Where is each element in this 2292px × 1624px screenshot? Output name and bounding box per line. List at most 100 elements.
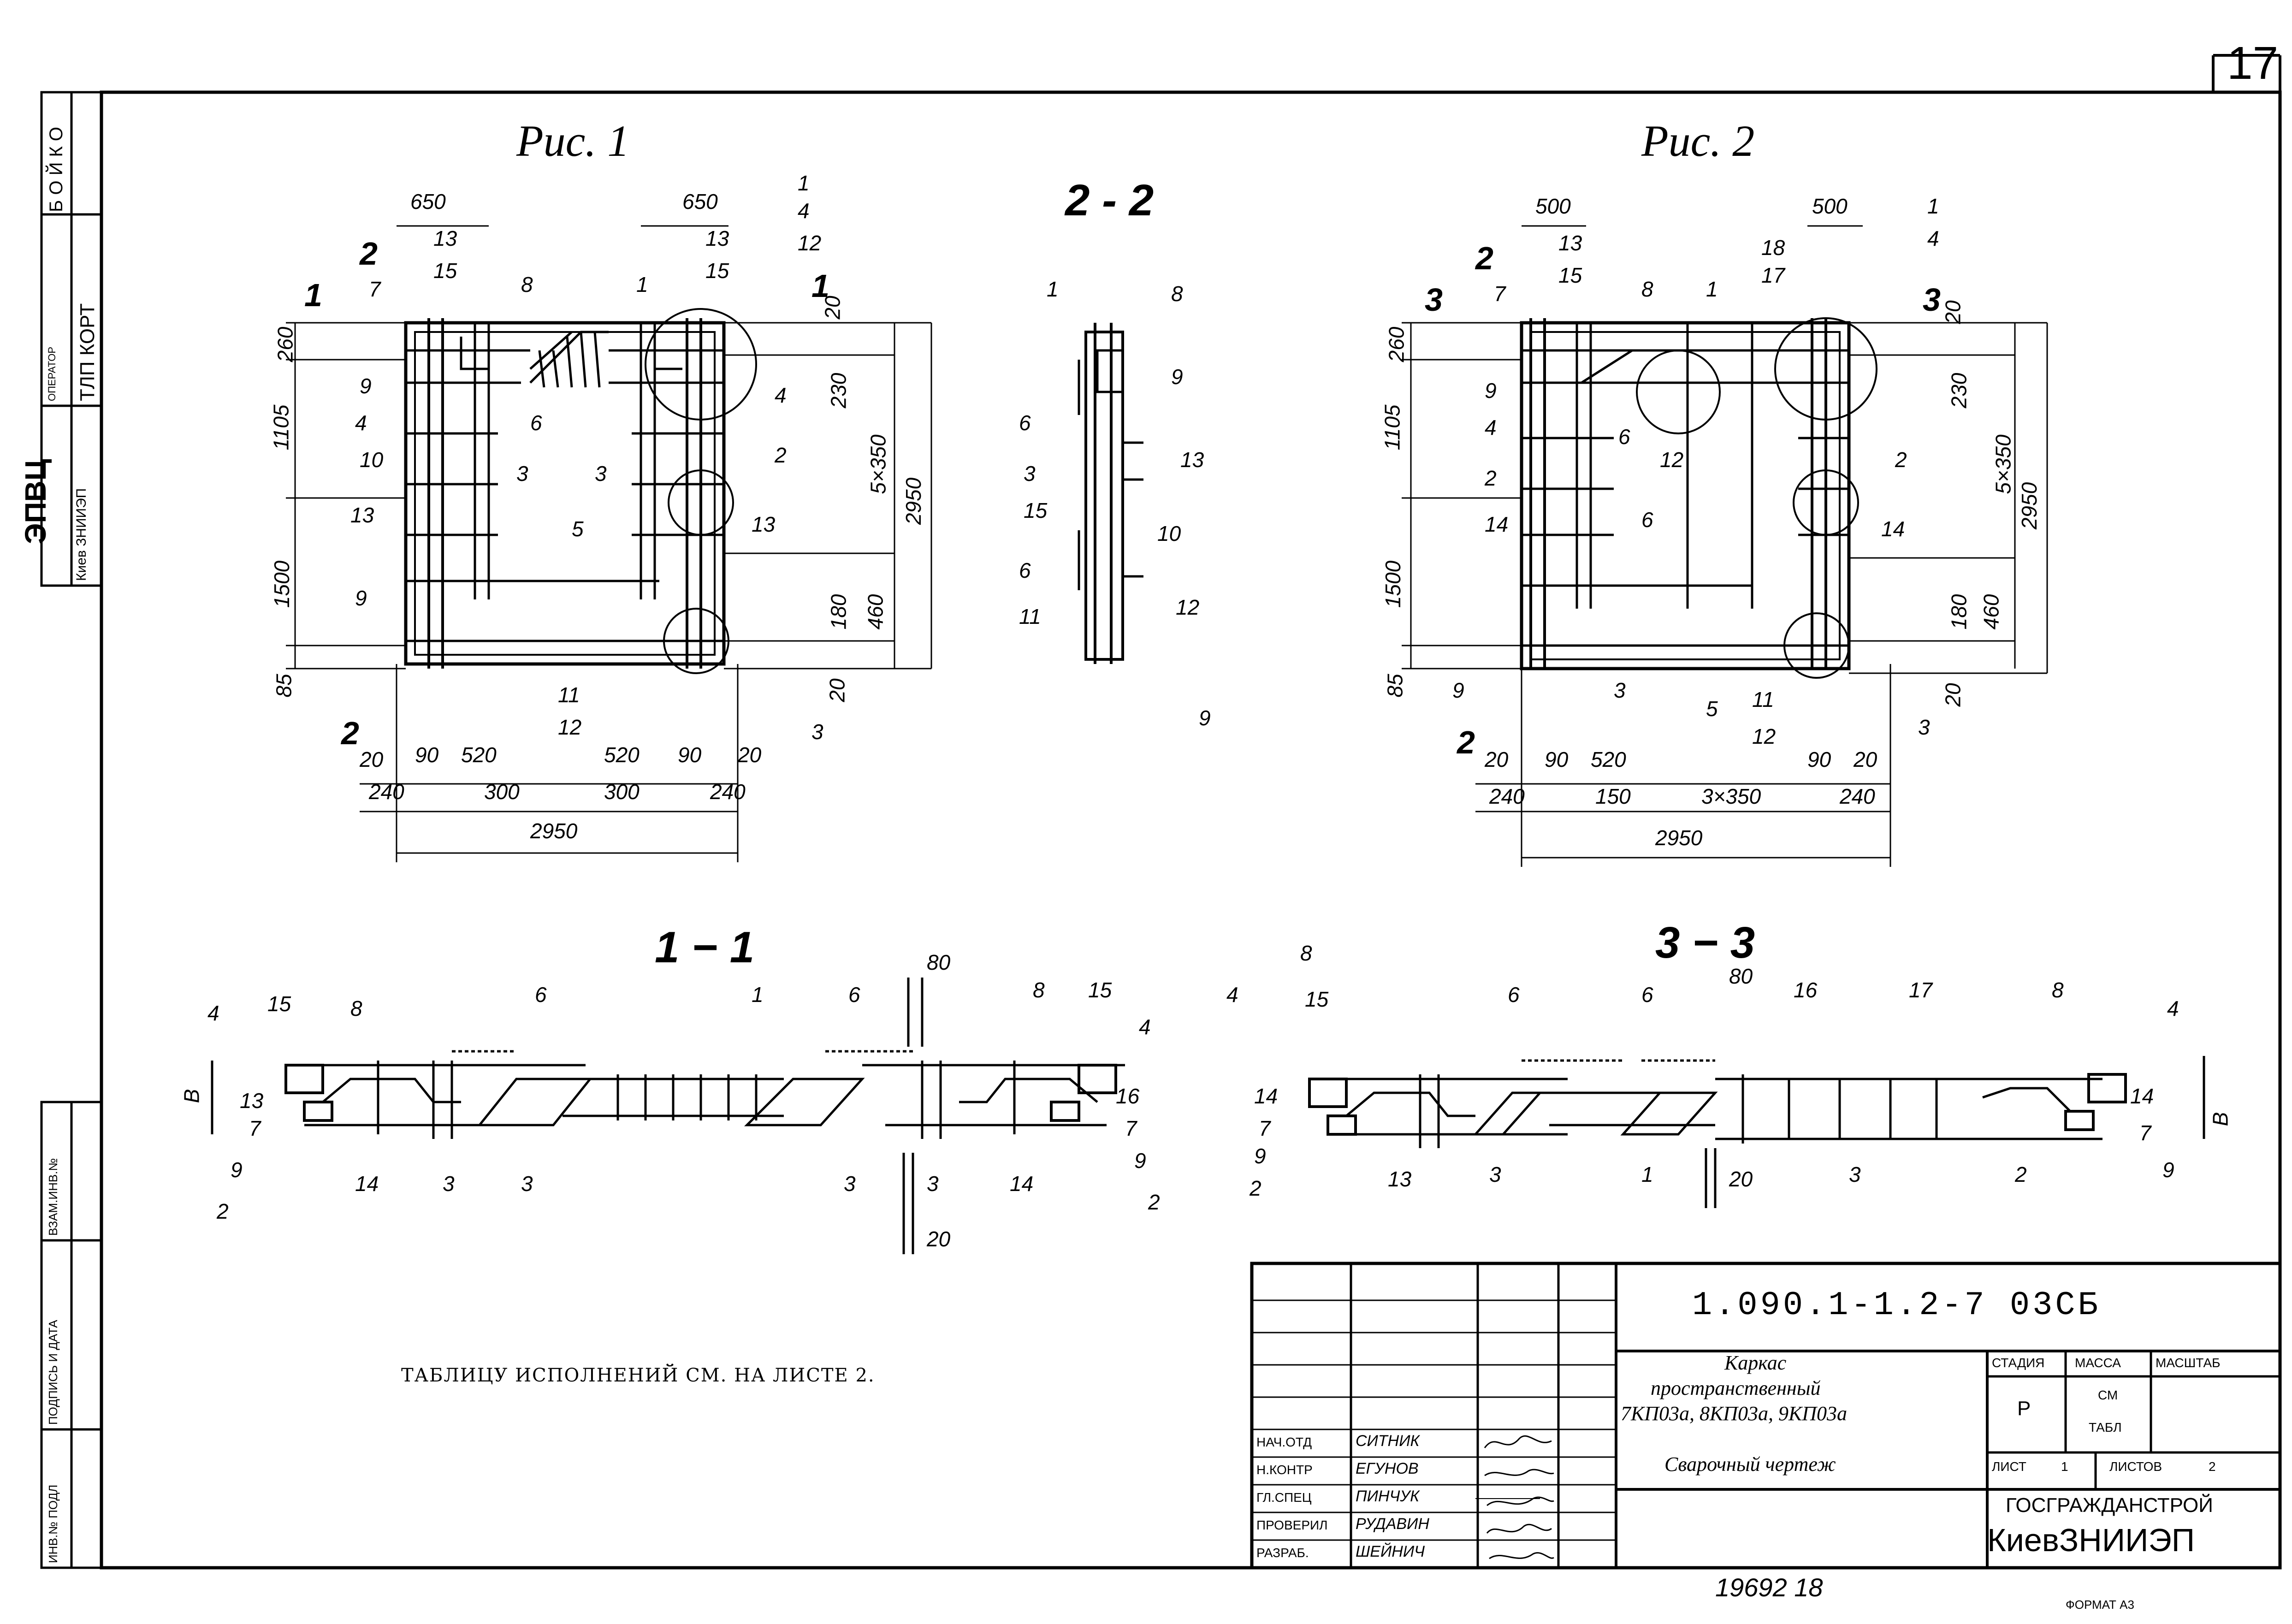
fig1-callout-15b: 15	[705, 259, 729, 283]
sec11-height-label: B	[179, 1089, 204, 1103]
fig1-dimension-lines	[286, 225, 932, 862]
role-2-name: ЕГУНОВ	[1356, 1460, 1419, 1477]
fig2-cut-2-top: 2	[1475, 240, 1493, 276]
fig2-callout-6b: 6	[1641, 508, 1653, 532]
stage-value: Р	[2017, 1397, 2031, 1420]
sec11-callout-7b: 7	[1125, 1116, 1137, 1140]
signatures	[1484, 1435, 1554, 1559]
fig2-dim-left-2: 1105	[1380, 404, 1404, 450]
fig2-callout-15: 15	[1558, 263, 1582, 287]
sec33-height-label: B	[2208, 1112, 2233, 1126]
sec11-callout-15a: 15	[267, 992, 291, 1016]
fig2-callout-2a: 2	[1485, 466, 1497, 490]
fig1-callout-5: 5	[572, 517, 584, 541]
sec33-callout-15: 15	[1305, 987, 1329, 1011]
fig2-callout-4a: 4	[1927, 226, 1939, 250]
fig2-dim-right-1: 20	[1941, 300, 1965, 324]
fig1-callout-9b: 9	[355, 586, 367, 610]
fig1-cut-1-right: 1	[811, 268, 829, 304]
fig1-plan	[404, 308, 757, 674]
fig2-dim-right-6: 460	[1979, 594, 2003, 630]
fig2-callout-2b: 2	[1895, 448, 1907, 472]
sec33-callout-6a: 6	[1508, 983, 1520, 1007]
fig2-dim-left-3: 1500	[1381, 560, 1405, 608]
note-text: ТАБЛИЦУ ИСПОЛНЕНИЙ СМ. НА ЛИСТЕ 2.	[401, 1365, 875, 1386]
fig1-title: Рис. 1	[516, 116, 630, 166]
sec11-callout-14b: 14	[1010, 1172, 1034, 1196]
sec33-callout-7a: 7	[1259, 1116, 1271, 1140]
sec11-callout-1: 1	[752, 983, 764, 1007]
sheet-label: ЛИСТ	[1992, 1459, 2026, 1474]
fig2-dim-left-1: 260	[1384, 326, 1409, 362]
fig1-callout-12: 12	[798, 231, 822, 255]
role-1-name: СИТНИК	[1356, 1432, 1420, 1450]
document-code: 1.090.1-1.2-7 03СБ	[1692, 1286, 2101, 1324]
sec33-callout-3a: 3	[1489, 1162, 1501, 1186]
fig1-dim-bottom-a2: 90	[415, 743, 439, 767]
role-1: НАЧ.ОТД	[1256, 1435, 1312, 1449]
section22-title: 2 - 2	[1065, 176, 1154, 225]
sec22-callout-9a: 9	[1171, 365, 1183, 389]
sec22-callout-15: 15	[1024, 498, 1048, 522]
role-5: РАЗРАБ.	[1256, 1546, 1309, 1560]
fig2-plan	[1520, 317, 1877, 679]
fig2-callout-9b: 9	[1452, 678, 1464, 702]
sec33-dim-top: 80	[1729, 964, 1753, 988]
section22-drawing	[1078, 323, 1143, 664]
side-org-sub: Киев ЗНИИЭП	[74, 488, 89, 581]
fig1-callout-13d: 13	[752, 512, 776, 536]
fig1-callout-4b: 4	[355, 411, 367, 435]
description-line-3: 7КП03а, 8КП03а, 9КП03а	[1621, 1402, 1847, 1425]
sec11-callout-7a: 7	[249, 1116, 261, 1140]
fig1-callout-1: 1	[636, 273, 648, 296]
role-3-name: ПИНЧУК	[1356, 1488, 1420, 1505]
section33-drawing	[1308, 1056, 2205, 1208]
fig2-dim-bottom-a1: 20	[1485, 747, 1509, 771]
fig2-callout-6a: 6	[1618, 425, 1630, 449]
sec33-callout-17: 17	[1909, 978, 1933, 1002]
sec11-callout-2a: 2	[217, 1199, 229, 1223]
fig2-callout-4b: 4	[1485, 415, 1497, 439]
mass-value-2: ТАБЛ	[2089, 1420, 2122, 1434]
fig1-dim-bottom-a6: 20	[738, 743, 762, 767]
fig1-dim-bottom-a4: 520	[604, 743, 640, 767]
fig1-dim-right-7: 20	[825, 678, 849, 702]
sec22-callout-1: 1	[1047, 277, 1059, 301]
fig1-callout-1b: 1	[798, 171, 810, 195]
fig1-callout-7: 7	[369, 277, 381, 301]
mass-header: МАССА	[2075, 1356, 2121, 1370]
sec22-callout-8: 8	[1171, 282, 1183, 306]
fig2-callout-7: 7	[1494, 282, 1506, 306]
side-name: Б О Й К О	[46, 127, 66, 212]
fig1-callout-6: 6	[530, 411, 542, 435]
fig2-dim-bottom-a3: 520	[1591, 747, 1626, 771]
sheet-value: 1	[2061, 1459, 2068, 1474]
fig2-dim-bottom-total: 2950	[1655, 826, 1703, 850]
sec11-callout-8a: 8	[350, 996, 362, 1020]
role-5-name: ШЕЙНИЧ	[1356, 1543, 1425, 1560]
sec33-callout-4a: 4	[1226, 983, 1238, 1007]
sec11-callout-16: 16	[1116, 1084, 1140, 1108]
org-line-1: ГОСГРАЖДАНСТРОЙ	[2006, 1494, 2213, 1517]
fig1-dim-bottom-b1: 240	[369, 780, 404, 804]
role-4: ПРОВЕРИЛ	[1256, 1518, 1328, 1532]
footer-number: 19692 18	[1715, 1573, 1823, 1602]
fig1-callout-3c: 3	[811, 720, 823, 744]
role-2: Н.КОНТР	[1256, 1463, 1313, 1477]
sec22-callout-6b: 6	[1019, 558, 1031, 582]
fig2-callout-12b: 12	[1752, 724, 1776, 748]
sec33-callout-9a: 9	[1254, 1144, 1266, 1168]
fig1-callout-10: 10	[360, 448, 384, 472]
fig1-callout-2: 2	[775, 443, 787, 467]
fig2-dim-bottom-b1: 240	[1489, 784, 1525, 808]
fig1-dim-bottom-total: 2950	[530, 819, 578, 843]
role-3: ГЛ.СПЕЦ	[1256, 1490, 1312, 1505]
sec33-callout-8b: 8	[2052, 978, 2064, 1002]
sec11-callout-4a: 4	[207, 1001, 219, 1025]
fig2-callout-12: 12	[1660, 448, 1684, 472]
sec33-callout-6b: 6	[1641, 983, 1653, 1007]
sec11-callout-3b: 3	[521, 1172, 533, 1196]
fig1-dim-bottom-a1: 20	[360, 747, 384, 771]
fig1-dim-right-4: 2950	[901, 477, 926, 525]
